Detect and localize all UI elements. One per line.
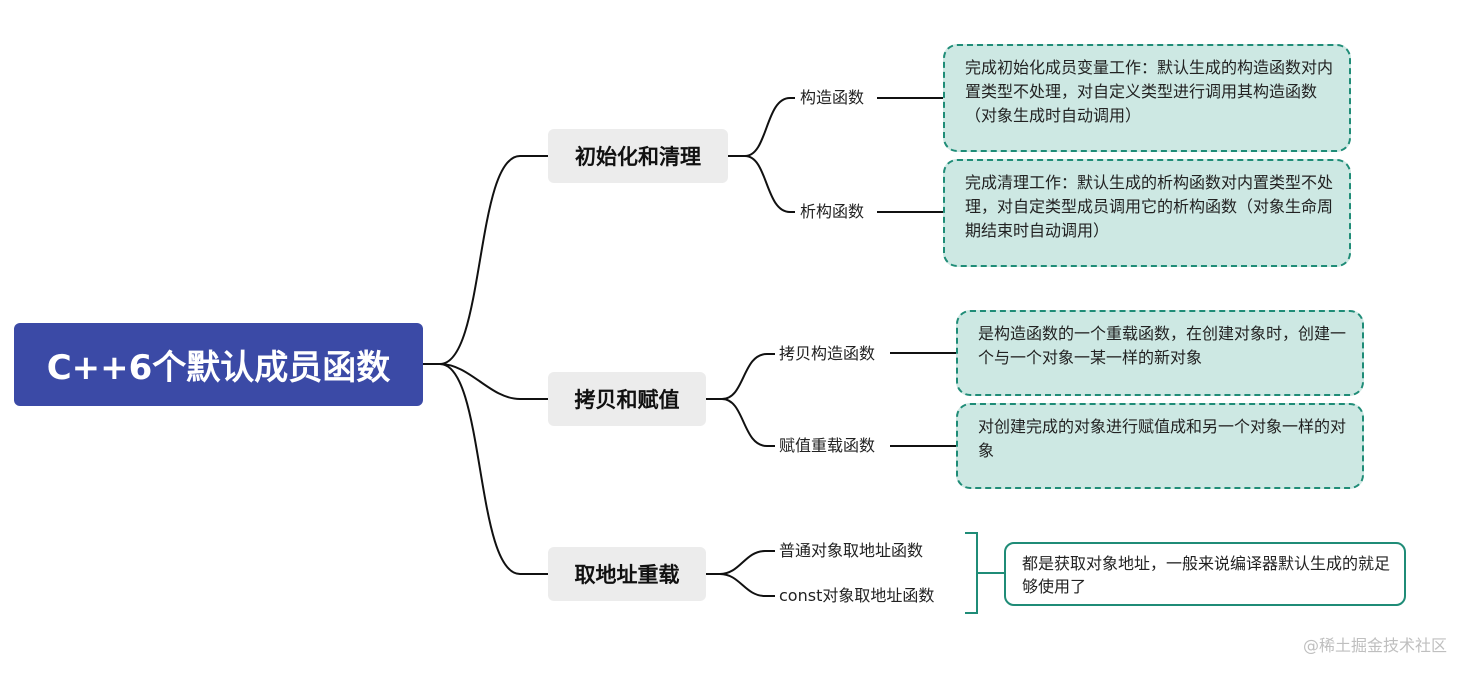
- root-node[interactable]: C++6个默认成员函数: [14, 323, 423, 406]
- note-assignment-overload: 对创建完成的对象进行赋值成和另一个对象一样的对象: [956, 403, 1364, 489]
- note-address-group: 都是获取对象地址，一般来说编译器默认生成的就足够使用了: [1004, 542, 1406, 606]
- connector-branch2-leaf1: [706, 353, 775, 400]
- leaf-node-destructor[interactable]: 析构函数: [800, 202, 865, 221]
- note-copy-constructor: 是构造函数的一个重载函数，在创建对象时，创建一个与一个对象一某一样的新对象: [956, 310, 1364, 396]
- leaf-node-const-address[interactable]: const对象取地址函数: [779, 586, 935, 605]
- branch-node-label: 拷贝和赋值: [574, 388, 680, 412]
- leaf-node-assignment-overload[interactable]: 赋值重载函数: [779, 436, 876, 455]
- note-destructor: 完成清理工作：默认生成的析构函数对内置类型不处理，对自定类型成员调用它的析构函数…: [943, 159, 1351, 267]
- leaf-node-copy-constructor[interactable]: 拷贝构造函数: [779, 344, 876, 363]
- branch-node-label: 取地址重载: [574, 563, 680, 587]
- root-node-label: C++6个默认成员函数: [46, 348, 391, 388]
- branch-node-copy-assign[interactable]: 拷贝和赋值: [548, 372, 706, 426]
- branch-node-label: 初始化和清理: [575, 145, 701, 169]
- note-constructor-text: 完成初始化成员变量工作：默认生成的构造函数对内置类型不处理，对自定义类型进行调用…: [965, 58, 1334, 125]
- connector-root-branch-2: [423, 363, 548, 400]
- note-address-group-text: 都是获取对象地址，一般来说编译器默认生成的就足够使用了: [1022, 554, 1391, 596]
- note-copy-constructor-text: 是构造函数的一个重载函数，在创建对象时，创建一个与一个对象一某一样的新对象: [978, 324, 1347, 367]
- connector-branch1-leaf2: [744, 155, 795, 213]
- connector-branch1-leaf1: [728, 97, 795, 157]
- note-assignment-overload-text: 对创建完成的对象进行赋值成和另一个对象一样的对象: [978, 417, 1347, 460]
- connector-branch2-leaf2: [721, 398, 775, 447]
- connector-root-branch-1: [423, 155, 548, 365]
- connector-root-branch-3: [439, 363, 548, 575]
- connector-branch3-leaf2: [719, 573, 775, 597]
- note-destructor-text: 完成清理工作：默认生成的析构函数对内置类型不处理，对自定类型成员调用它的析构函数…: [965, 173, 1334, 240]
- connector-branch3-leaf1: [706, 550, 775, 575]
- leaf-node-constructor[interactable]: 构造函数: [800, 88, 865, 107]
- watermark: @稀土掘金技术社区: [1302, 636, 1447, 655]
- note-constructor: 完成初始化成员变量工作：默认生成的构造函数对内置类型不处理，对自定义类型进行调用…: [943, 44, 1351, 152]
- leaf-node-normal-address[interactable]: 普通对象取地址函数: [779, 541, 924, 560]
- branch-node-address-overload[interactable]: 取地址重载: [548, 547, 706, 601]
- group-bracket: [965, 532, 978, 614]
- branch-node-init-cleanup[interactable]: 初始化和清理: [548, 129, 728, 183]
